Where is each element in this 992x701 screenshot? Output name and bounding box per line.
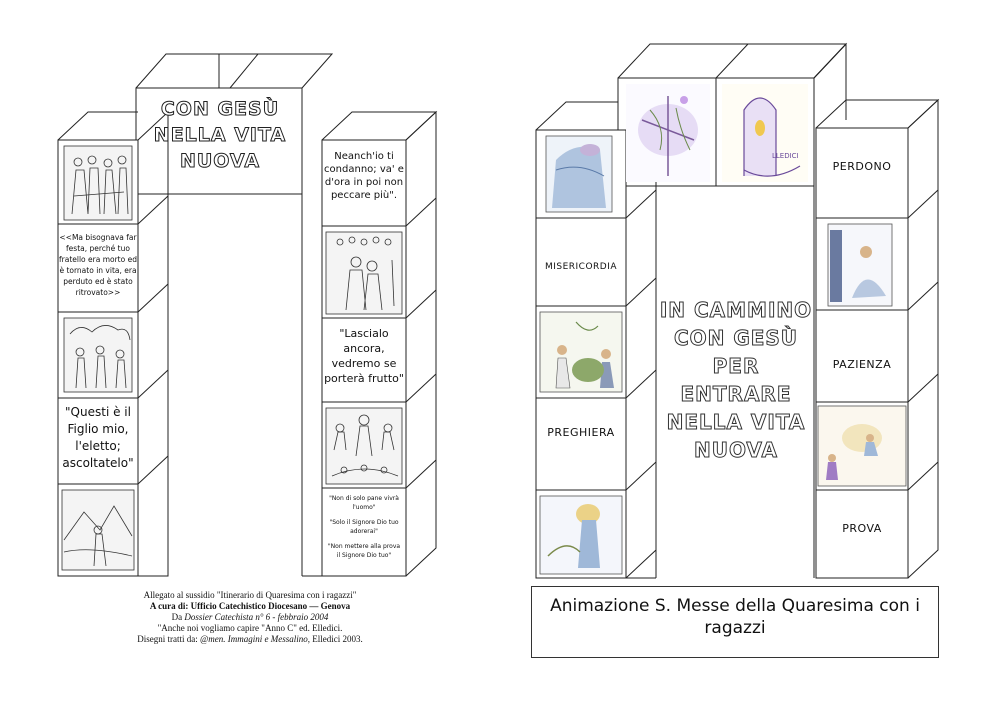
credits-line-5-post: , Elledici 2003.	[307, 634, 363, 644]
quote-1-line: condanno; va' e	[324, 164, 404, 175]
illustration-door-embrace	[827, 223, 893, 307]
quote-4-line: Figlio mio,	[67, 422, 129, 436]
credits-line-1: Allegato al sussidio "Itinerario di Quar…	[143, 590, 357, 600]
quote-fico: "Lascialo ancora, vedremo se porterà fru…	[322, 326, 406, 386]
quote-2-line: fratello era morto ed	[59, 255, 137, 264]
left-title-line-2: NELLA VITA	[153, 124, 287, 147]
quote-figliol-prodigo: <<Ma bisognava far festa, perché tuo fra…	[58, 232, 138, 298]
word-perdono: PERDONO	[832, 160, 892, 173]
quote-5-line: "Non di solo pane vivrà	[329, 495, 399, 502]
illustration-father-son	[817, 405, 907, 487]
quote-5-line: l'uomo"	[352, 504, 376, 511]
credits-line-5-italic: @men. Immagini e Messalino	[199, 634, 308, 644]
credits-block: Allegato al sussidio "Itinerario di Quar…	[70, 590, 430, 645]
quote-2-line: <<Ma bisognava far	[59, 233, 137, 242]
quote-2-line: ritrovato>>	[75, 288, 121, 297]
word-misericordia: MISERICORDIA	[544, 262, 618, 272]
quote-4-line: ascoltatelo"	[62, 456, 134, 470]
quote-2-line: festa, perché tuo	[66, 244, 130, 253]
illustration-tree-sketch	[63, 317, 133, 393]
left-top-box	[135, 87, 303, 195]
quote-4-line: l'eletto;	[75, 439, 121, 453]
right-title-line-2: CON GESÙ	[673, 326, 799, 351]
credits-line-2: A cura di: Ufficio Catechistico Diocesan…	[149, 601, 351, 611]
right-title-line-3: PER ENTRARE	[680, 354, 792, 407]
right-title-line-1: IN CAMMINO	[659, 298, 813, 323]
quote-4-line: "Questi è il	[65, 405, 131, 419]
illustration-desert-sketch	[61, 489, 135, 571]
credits-line-4: "Anche noi vogliamo capire "Anno C" ed. …	[157, 623, 343, 633]
illustration-cross-flower	[626, 84, 710, 182]
word-pazienza: PAZIENZA	[832, 358, 892, 371]
quote-3-line: porterà frutto"	[324, 372, 404, 385]
quote-1-line: peccare più".	[330, 190, 398, 201]
quote-3-line: vedremo se	[331, 357, 397, 370]
illustration-transfiguration-sketch	[325, 407, 403, 485]
banner-title: Animazione S. Messe della Quaresima con …	[531, 586, 939, 658]
illustration-rock-water	[545, 135, 613, 213]
illustration-crowd-sketch	[63, 145, 133, 221]
credits-line-3: Da Dossier Catechista n° 6 - febbraio 20…	[70, 612, 430, 623]
left-title-line-1: CON GESÙ	[160, 98, 280, 121]
illustration-prayer-figure	[539, 495, 623, 575]
quote-trasfigurazione: "Questi è il Figlio mio, l'eletto; ascol…	[58, 404, 138, 472]
quote-5-line: "Solo il Signore Dio tuo	[329, 519, 399, 526]
quote-tentazioni: "Non di solo pane vivrà l'uomo" "Solo il…	[322, 494, 406, 560]
quote-5-line: il Signore Dio tuo"	[336, 552, 392, 559]
quote-1-line: d'ora in poi non	[324, 177, 404, 188]
svg-text:LLEDICI: LLEDICI	[772, 152, 799, 160]
illustration-candle-elledici: LLEDICI	[722, 84, 808, 182]
quote-5-line: "Non mettere alla prova	[327, 543, 401, 550]
right-title: IN CAMMINO CON GESÙ PER ENTRARE NELLA VI…	[658, 296, 814, 464]
credits-line-5-pre: Disegni tratti da:	[137, 634, 200, 644]
right-title-line-4: NELLA VITA	[666, 410, 806, 435]
credits-line-5: Disegni tratti da: @men. Immagini e Mess…	[70, 634, 430, 645]
left-title: CON GESÙ NELLA VITA NUOVA	[140, 96, 300, 174]
quote-2-line: è tornato in vita, era	[59, 266, 137, 275]
credits-line-3-pre: Da	[171, 612, 185, 622]
quote-5-line: adorerai"	[350, 528, 378, 535]
left-title-line-3: NUOVA	[179, 150, 261, 173]
illustration-embrace-sketch	[325, 231, 403, 315]
quote-adultera: Neanch'io ti condanno; va' e d'ora in po…	[322, 150, 406, 202]
illustration-vine-workers	[539, 311, 623, 393]
quote-2-line: perduto ed è stato	[63, 277, 133, 286]
word-prova: PROVA	[842, 522, 882, 535]
quote-3-line: "Lascialo	[339, 327, 389, 340]
word-preghiera: PREGHIERA	[547, 426, 615, 439]
quote-1-line: Neanch'io ti	[334, 151, 394, 162]
quote-3-line: ancora,	[343, 342, 385, 355]
right-title-line-5: NUOVA	[693, 438, 779, 463]
credits-line-3-italic: Dossier Catechista n° 6 - febbraio 2004	[184, 612, 329, 622]
